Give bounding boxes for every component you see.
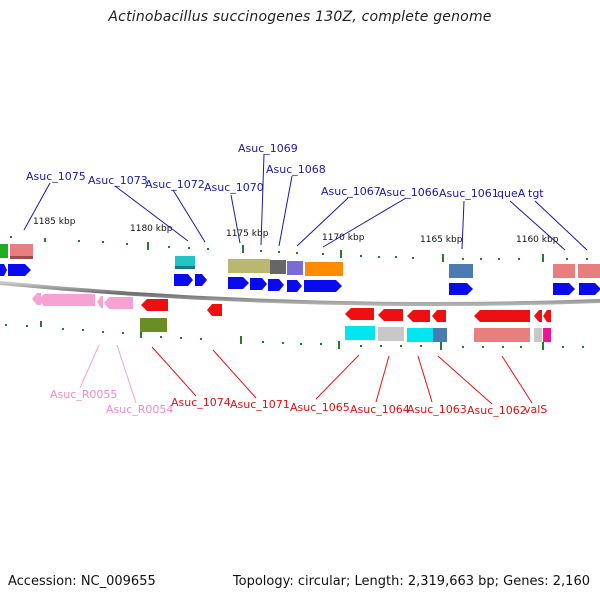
gene-label[interactable]: Asuc_1069 bbox=[238, 142, 298, 155]
gene-label[interactable]: Asuc_1075 bbox=[26, 170, 86, 183]
kbp-marker: 1170 kbp bbox=[322, 233, 365, 243]
feature-box bbox=[407, 328, 433, 342]
gene-label[interactable]: Asuc_1065 bbox=[290, 401, 350, 414]
rna-arrow bbox=[104, 297, 133, 309]
feature-box bbox=[553, 264, 575, 278]
reverse-callout-lines bbox=[79, 344, 533, 405]
gene-label[interactable]: Asuc_1064 bbox=[350, 403, 410, 416]
feature-box bbox=[10, 256, 33, 259]
gene-arrow bbox=[8, 264, 31, 276]
kbp-marker: 1175 kbp bbox=[226, 229, 269, 239]
feature-box bbox=[175, 266, 195, 269]
gene-arrow bbox=[0, 264, 7, 276]
rna-arrows bbox=[32, 293, 133, 309]
gene-label[interactable]: Asuc_1070 bbox=[204, 181, 264, 194]
feature-box bbox=[140, 318, 167, 332]
rna-arrow bbox=[38, 294, 95, 306]
feature-box bbox=[270, 260, 286, 274]
forward-gene-labels: Asuc_1075 Asuc_1073 Asuc_1072 Asuc_1070 … bbox=[26, 142, 544, 200]
gene-arrow bbox=[432, 310, 446, 322]
gene-label[interactable]: Asuc_1074 bbox=[171, 396, 231, 409]
genome-title: Actinobacillus succinogenes 130Z, comple… bbox=[108, 9, 492, 25]
gene-arrow bbox=[407, 310, 430, 322]
accession-text: Accession: NC_009655 bbox=[8, 574, 156, 589]
kbp-marker: 1160 kbp bbox=[516, 235, 559, 245]
gene-label[interactable]: tgt bbox=[528, 187, 544, 200]
gene-label[interactable]: Asuc_1063 bbox=[407, 403, 467, 416]
kbp-marker: 1185 kbp bbox=[33, 217, 76, 227]
forward-callout-lines bbox=[23, 153, 588, 251]
gene-arrow bbox=[534, 310, 542, 322]
gene-label[interactable]: Asuc_1068 bbox=[266, 163, 326, 176]
gene-arrow bbox=[250, 278, 267, 290]
gene-arrow bbox=[553, 283, 575, 295]
gene-arrow bbox=[474, 310, 530, 322]
reverse-gene-labels: Asuc_R0055 Asuc_R0054 Asuc_1074 Asuc_107… bbox=[50, 388, 547, 417]
feature-box bbox=[175, 256, 195, 268]
gene-arrow bbox=[228, 277, 249, 289]
gene-arrow bbox=[449, 283, 473, 295]
gene-label[interactable]: valS bbox=[524, 403, 547, 416]
gene-arrow bbox=[378, 309, 403, 321]
gene-arrow bbox=[268, 279, 284, 291]
gene-arrow bbox=[174, 274, 193, 286]
gene-label[interactable]: Asuc_1067 bbox=[321, 185, 381, 198]
feature-box bbox=[378, 327, 404, 341]
feature-box bbox=[228, 259, 270, 273]
gene-label[interactable]: queA bbox=[497, 187, 526, 200]
gene-arrow bbox=[579, 283, 600, 295]
rna-arrow bbox=[32, 293, 41, 305]
upper-tick-row bbox=[10, 236, 588, 262]
gene-label[interactable]: Asuc_1061 bbox=[439, 187, 499, 200]
gene-label[interactable]: Asuc_1073 bbox=[88, 174, 148, 187]
feature-box bbox=[578, 264, 600, 278]
feature-box bbox=[449, 264, 473, 278]
lower-feature-boxes bbox=[140, 318, 551, 342]
gene-label[interactable]: Asuc_1072 bbox=[145, 178, 205, 191]
feature-box bbox=[305, 262, 343, 276]
upper-feature-boxes bbox=[0, 244, 600, 278]
feature-box bbox=[287, 261, 303, 275]
gene-arrow bbox=[345, 308, 374, 320]
feature-box bbox=[10, 244, 33, 258]
feature-box bbox=[0, 244, 8, 258]
gene-arrow bbox=[141, 299, 168, 311]
genome-summary-text: Topology: circular; Length: 2,319,663 bp… bbox=[232, 574, 590, 589]
gene-arrow bbox=[543, 310, 551, 322]
gene-label[interactable]: Asuc_R0055 bbox=[50, 388, 117, 401]
gene-arrow bbox=[304, 280, 342, 292]
genome-backbone bbox=[0, 281, 600, 307]
gene-label[interactable]: Asuc_1062 bbox=[467, 404, 527, 417]
gene-arrow bbox=[207, 304, 222, 316]
reverse-gene-arrows bbox=[141, 299, 551, 322]
feature-box bbox=[474, 328, 530, 342]
forward-gene-arrows bbox=[0, 264, 600, 295]
rna-arrow bbox=[97, 296, 103, 308]
feature-box bbox=[345, 326, 375, 340]
feature-box bbox=[534, 328, 542, 342]
kbp-marker: 1180 kbp bbox=[130, 224, 173, 234]
gene-label[interactable]: Asuc_1071 bbox=[230, 398, 290, 411]
lower-tick-row bbox=[5, 321, 584, 350]
gene-label[interactable]: Asuc_R0054 bbox=[106, 403, 173, 416]
feature-box bbox=[433, 328, 447, 342]
kbp-marker: 1165 kbp bbox=[420, 235, 463, 245]
feature-box bbox=[543, 328, 551, 342]
gene-arrow bbox=[195, 274, 207, 286]
gene-label[interactable]: Asuc_1066 bbox=[379, 186, 439, 199]
gene-arrow bbox=[287, 280, 302, 292]
